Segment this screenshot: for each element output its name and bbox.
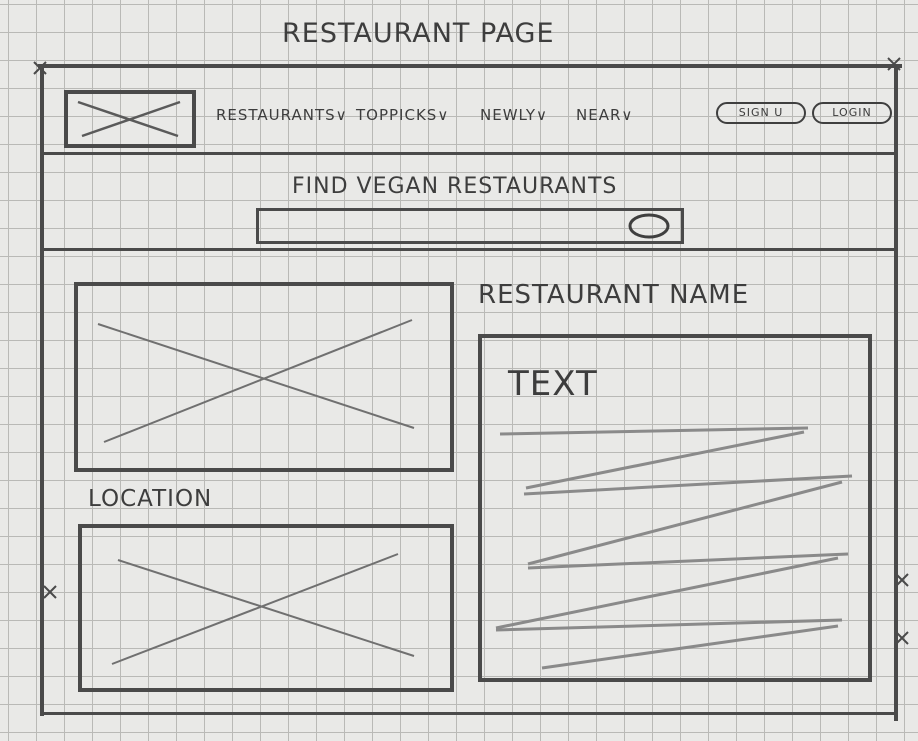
search-button[interactable]: [626, 210, 672, 240]
header-divider: [44, 152, 894, 155]
location-label: LOCATION: [88, 486, 213, 512]
signup-button[interactable]: SIGN U: [716, 102, 806, 124]
image-placeholder-icon: [77, 100, 181, 138]
nav-item-near[interactable]: NEAR∨: [576, 106, 634, 124]
image-placeholder-icon: [111, 553, 415, 665]
search-divider: [44, 248, 894, 251]
page-title: RESTAURANT PAGE: [282, 18, 555, 49]
search-heading: FIND VEGAN RESTAURANTS: [292, 174, 618, 199]
image-placeholder-icon: [97, 319, 415, 443]
frame-right-line: [894, 66, 898, 721]
map-placeholder[interactable]: [78, 524, 454, 692]
text-panel: TEXT: [478, 334, 872, 682]
logo-placeholder[interactable]: [64, 90, 196, 148]
text-label: TEXT: [508, 364, 598, 404]
restaurant-name: RESTAURANT NAME: [478, 280, 750, 310]
frame-top-line: [38, 64, 902, 68]
text-scribble: [495, 426, 853, 670]
nav-item-newly[interactable]: NEWLY∨: [480, 106, 549, 124]
nav-item-restaurants[interactable]: RESTAURANTS∨: [216, 106, 348, 124]
frame-left-line: [40, 66, 44, 716]
nav-item-toppicks[interactable]: TOPPICKS∨: [356, 106, 450, 124]
restaurant-photo-placeholder: [74, 282, 454, 472]
frame-bottom-line: [40, 712, 898, 715]
search-input[interactable]: [256, 208, 684, 244]
login-button[interactable]: LOGIN: [812, 102, 892, 124]
search-icon: [628, 213, 670, 239]
